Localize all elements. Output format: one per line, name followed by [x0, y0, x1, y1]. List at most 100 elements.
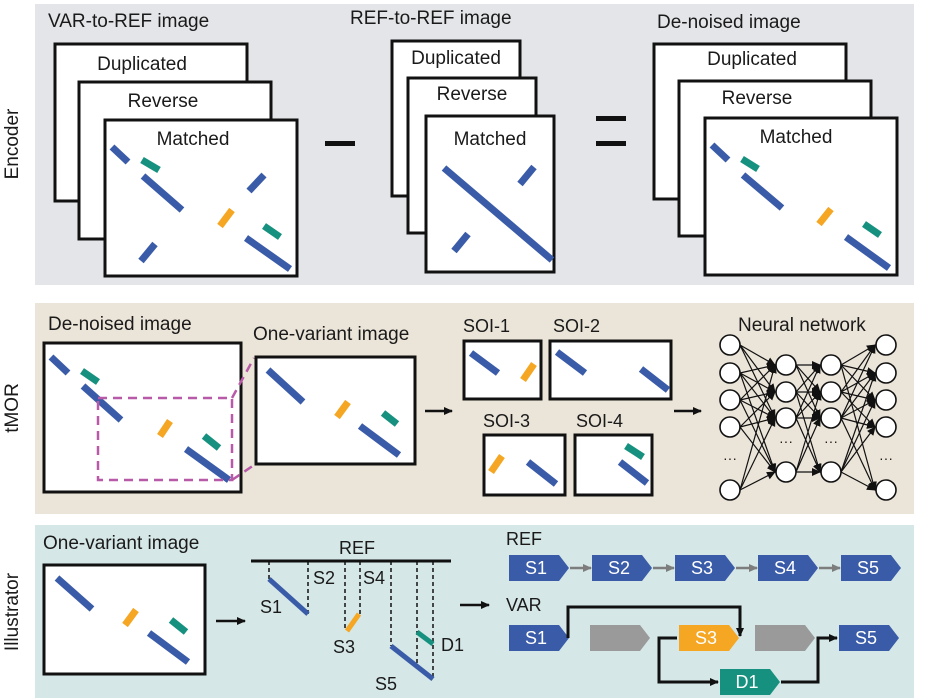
edge-s3-to-d1	[657, 636, 719, 686]
segment-green	[80, 368, 100, 385]
segment-green	[262, 223, 282, 240]
network-edge	[840, 471, 876, 491]
segment-d1	[415, 630, 435, 646]
denoised-title: De-noised image	[657, 12, 801, 33]
layer-duplicated-label: Duplicated	[97, 54, 187, 75]
var-node-s1: S1	[509, 625, 569, 651]
network-ellipsis: ···	[824, 433, 838, 449]
segment-s3	[344, 612, 362, 633]
network-node	[820, 354, 842, 376]
network-edge	[795, 364, 821, 419]
network-ellipsis: ···	[723, 450, 737, 466]
ref-node-s4: S4	[758, 555, 818, 581]
segment-blue	[517, 164, 537, 187]
ref-node-s3-shape	[675, 555, 735, 581]
soi-2-label: SOI-2	[553, 316, 600, 336]
network-ellipsis: ···	[779, 433, 793, 449]
var-node-deleted-s2	[590, 625, 650, 651]
var-node-s5-label: S5	[855, 628, 877, 648]
segment-blue	[146, 630, 191, 665]
one-variant-frame	[254, 355, 417, 466]
ref-node-s1-shape	[509, 555, 569, 581]
label-s1: S1	[260, 597, 282, 617]
label-s3: S3	[333, 637, 355, 657]
tmor-side-label: tMOR	[2, 383, 23, 433]
network-edge	[739, 399, 776, 473]
soi-3-frame	[482, 433, 567, 497]
network-edge	[739, 364, 777, 491]
segment-orange	[217, 207, 235, 229]
var-node-deleted-s2-shape	[590, 625, 650, 651]
minus-operator	[325, 141, 355, 146]
ref-node-s5: S5	[841, 555, 901, 581]
equals-operator-top	[596, 116, 626, 121]
var-node-s3: S3	[679, 625, 739, 651]
segment-orange	[520, 362, 537, 382]
tmor-panel: tMOR De-noised image One-variant image S…	[2, 303, 914, 514]
segment-s5	[389, 644, 435, 681]
var-node-deleted-s4-shape	[755, 625, 815, 651]
var-node-d1-shape	[720, 669, 780, 695]
layer-matched-label: Matched	[454, 129, 527, 150]
network-node	[875, 389, 897, 411]
network-node	[775, 407, 797, 429]
network-node	[719, 416, 741, 438]
segment-green	[624, 443, 645, 460]
ref-node-s2: S2	[592, 555, 652, 581]
network-node	[820, 407, 842, 429]
network-node	[775, 461, 797, 483]
segment-blue	[468, 350, 501, 376]
var-node-s1-shape	[509, 625, 569, 651]
illustrator-side-label: Illustrator	[2, 572, 23, 651]
ref-to-ref-title: REF-to-REF image	[350, 8, 512, 29]
segment-blue	[48, 354, 71, 376]
layer-duplicated-label: Duplicated	[707, 49, 797, 70]
segment-blue	[243, 235, 293, 272]
network-connections	[739, 344, 877, 491]
ref-node-s5-label: S5	[857, 558, 879, 578]
encoder-side-label: Encoder	[2, 108, 23, 179]
equals-operator-bottom	[596, 141, 626, 146]
var-node-d1: D1	[720, 669, 780, 695]
soi-4-frame	[573, 433, 654, 497]
segment-orange	[122, 607, 139, 628]
network-node	[875, 416, 897, 438]
network-node	[719, 334, 741, 356]
tmor-denoised-title: De-noised image	[48, 314, 192, 335]
network-edge	[840, 399, 876, 473]
segment-blue	[525, 459, 559, 487]
segment-blue	[638, 366, 671, 393]
var-node-s3-label: S3	[695, 628, 717, 648]
segment-blue	[138, 241, 158, 264]
network-edge	[840, 426, 876, 473]
encoder-panel: Encoder VAR-to-REF image Duplicated Reve…	[2, 4, 914, 285]
ref-node-s4-label: S4	[774, 558, 796, 578]
network-ellipsis: ···	[879, 450, 893, 466]
network-edge	[840, 344, 876, 419]
segment-blue	[441, 165, 555, 263]
illustrator-panel: Illustrator One-variant image REF	[2, 525, 914, 698]
edge-s1-to-s3	[566, 605, 744, 638]
segment-blue	[554, 349, 588, 376]
network-node	[875, 479, 897, 501]
soi-4-label: SOI-4	[576, 411, 623, 431]
label-s4: S4	[363, 568, 385, 588]
segment-green	[740, 156, 760, 172]
ref-row-label: REF	[506, 529, 542, 549]
zoom-connector-top	[230, 357, 256, 399]
segment-blue	[709, 142, 731, 163]
network-edge	[840, 364, 877, 491]
segment-blue	[357, 423, 402, 458]
soi-2-frame	[548, 339, 673, 401]
var-node-s5-shape	[839, 625, 899, 651]
one-variant-title: One-variant image	[253, 324, 409, 345]
segment-orange	[816, 206, 834, 227]
edge-d1-to-s5	[781, 634, 838, 684]
ref-node-s5-shape	[841, 555, 901, 581]
var-row-label: VAR	[506, 595, 542, 615]
segment-blue	[54, 575, 95, 612]
layer-matched-label: Matched	[157, 129, 230, 150]
ref-node-s3: S3	[675, 555, 735, 581]
ref-node-s4-shape	[758, 555, 818, 581]
